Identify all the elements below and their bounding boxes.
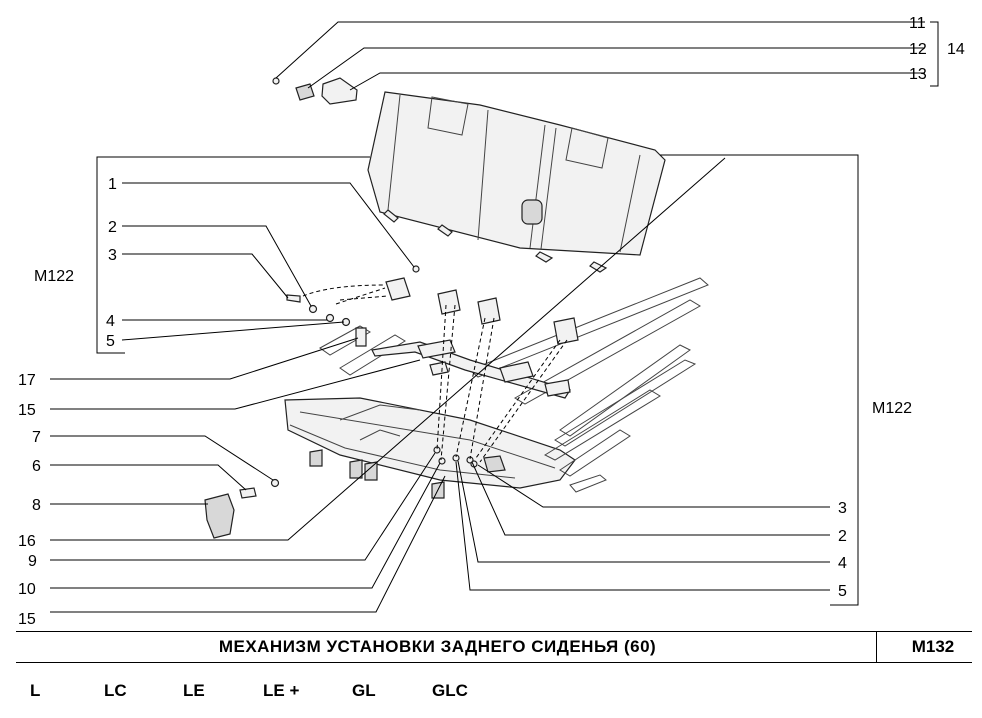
callout-17: 17 (18, 372, 36, 389)
trim-variants-row: L LC LE LE + GL GLC (0, 676, 982, 706)
variant-gl: GL (352, 681, 376, 700)
callout-3-left: 3 (108, 247, 117, 264)
callout-4-right: 4 (838, 555, 847, 572)
callout-15-lower: 15 (18, 611, 36, 628)
variant-lc: LC (104, 681, 127, 700)
page-title: МЕХАНИЗМ УСТАНОВКИ ЗАДНЕГО СИДЕНЬЯ (60) (218, 637, 657, 656)
callout-13: 13 (909, 66, 927, 83)
reference-m122-left: M122 (34, 268, 74, 285)
callout-labels: 1 2 3 4 5 17 15 7 6 8 16 9 10 15 11 12 1… (18, 15, 965, 628)
variant-l: L (30, 681, 41, 700)
lower-fasteners (204, 446, 478, 539)
callout-1: 1 (108, 176, 117, 193)
reference-m122-right: M122 (872, 400, 912, 417)
ghost-plates (319, 277, 709, 493)
top-bracket-parts (272, 77, 358, 105)
callout-7: 7 (32, 429, 41, 446)
callout-4-left: 4 (106, 313, 115, 330)
assembly-guide-lines (302, 284, 568, 463)
section-code: M132 (911, 637, 955, 656)
variant-le-plus: LE + (263, 681, 300, 700)
callout-2-left: 2 (108, 219, 117, 236)
seat-cushion (284, 397, 576, 499)
callout-2-right: 2 (838, 528, 847, 545)
variant-le: LE (183, 681, 205, 700)
cross-rail (371, 339, 571, 399)
callout-16: 16 (18, 533, 36, 550)
callout-5-left: 5 (106, 333, 115, 350)
callout-5-right: 5 (838, 583, 847, 600)
leader-lines (50, 21, 939, 613)
callout-15-upper: 15 (18, 402, 36, 419)
callout-8: 8 (32, 497, 41, 514)
callout-3-right: 3 (838, 500, 847, 517)
title-block: МЕХАНИЗМ УСТАНОВКИ ЗАДНЕГО СИДЕНЬЯ (60) … (16, 631, 972, 663)
callout-12: 12 (909, 41, 927, 58)
callout-14-group: 14 (947, 41, 965, 58)
variant-glc: GLC (432, 681, 468, 700)
callout-9: 9 (28, 553, 37, 570)
callout-11: 11 (909, 15, 926, 32)
callout-6: 6 (32, 458, 41, 475)
hinge-brackets (286, 265, 579, 347)
seat-back (367, 91, 666, 273)
callout-10: 10 (18, 581, 36, 598)
title-divider (876, 632, 877, 662)
